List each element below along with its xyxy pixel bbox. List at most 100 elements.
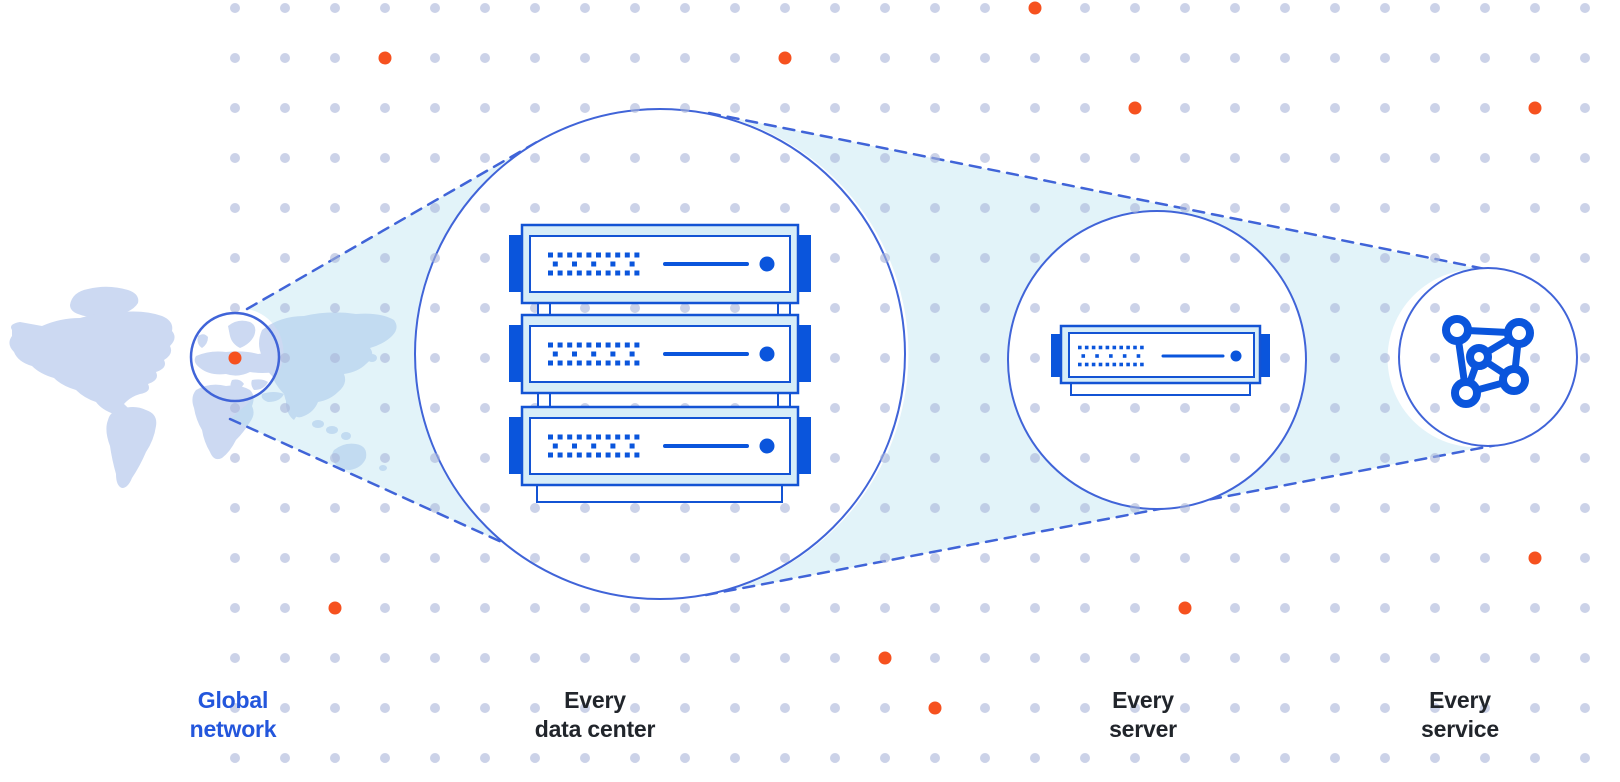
europe-scandinavia	[228, 320, 256, 348]
grid-dot	[380, 203, 390, 213]
grid-dot	[1130, 503, 1140, 513]
grid-dot	[780, 203, 790, 213]
grid-dot	[530, 553, 540, 563]
grid-dot	[1530, 703, 1540, 713]
grid-dot	[1280, 3, 1290, 13]
grid-dot	[830, 203, 840, 213]
grid-dot	[380, 653, 390, 663]
grid-dot	[580, 3, 590, 13]
grid-dot	[830, 453, 840, 463]
led-pixel	[596, 270, 601, 276]
led-pixel	[610, 351, 616, 357]
grid-dot	[930, 253, 940, 263]
led-pixel	[557, 342, 563, 348]
grid-dot	[880, 153, 890, 163]
led-pixel	[605, 342, 611, 348]
grid-dot	[580, 503, 590, 513]
grid-dot	[880, 53, 890, 63]
asia	[259, 312, 397, 418]
grid-dot	[1330, 353, 1340, 363]
grid-dot	[1330, 603, 1340, 613]
grid-dot	[730, 553, 740, 563]
grid-dot	[980, 653, 990, 663]
grid-dot	[1280, 303, 1290, 313]
grid-dot	[1130, 553, 1140, 563]
grid-dot	[380, 3, 390, 13]
server-unit-panel	[529, 325, 791, 383]
server-indicator-dot	[759, 256, 775, 272]
grid-dot	[630, 103, 640, 113]
grid-dot	[1330, 3, 1340, 13]
grid-dot	[330, 103, 340, 113]
rack-base	[536, 484, 783, 503]
led-pixel	[576, 252, 582, 258]
grid-dot	[630, 3, 640, 13]
grid-dot	[1080, 203, 1090, 213]
grid-dot	[730, 653, 740, 663]
grid-dot	[980, 403, 990, 413]
grid-dot	[330, 753, 340, 763]
led-pixel	[576, 452, 582, 458]
led-pixel	[557, 452, 563, 458]
grid-dot	[630, 303, 640, 313]
led-pixel	[1109, 354, 1113, 358]
japan-island	[367, 354, 377, 362]
rack-ear	[798, 325, 811, 382]
led-pixel	[572, 443, 577, 449]
led-pixel	[557, 360, 563, 366]
grid-dot	[730, 753, 740, 763]
grid-dot	[1130, 153, 1140, 163]
grid-dot	[1030, 553, 1040, 563]
grid-dot	[1430, 503, 1440, 513]
grid-dot	[980, 303, 990, 313]
led-matrix	[548, 252, 640, 276]
grid-dot	[230, 303, 240, 313]
grid-dot	[1330, 703, 1340, 713]
grid-dot	[1180, 753, 1190, 763]
grid-dot	[1130, 753, 1140, 763]
grid-dot	[480, 403, 490, 413]
grid-dot	[1180, 3, 1190, 13]
grid-dot	[1330, 653, 1340, 663]
led-pixel	[1126, 362, 1130, 367]
grid-dot	[1180, 203, 1190, 213]
grid-dot	[1330, 253, 1340, 263]
grid-dot	[1030, 403, 1040, 413]
grid-dot	[1180, 653, 1190, 663]
grid-dot	[330, 3, 340, 13]
orange-accent-dot	[778, 51, 792, 65]
grid-dot	[230, 653, 240, 663]
grid-dot	[930, 103, 940, 113]
grid-dot	[1430, 303, 1440, 313]
grid-dot	[830, 3, 840, 13]
grid-dot	[330, 703, 340, 713]
led-pixel	[634, 270, 640, 276]
grid-dot	[1580, 653, 1590, 663]
grid-dot	[1230, 153, 1240, 163]
led-pixel	[634, 360, 640, 366]
grid-dot	[1230, 403, 1240, 413]
led-pixel	[1078, 362, 1082, 367]
led-pixel	[591, 443, 597, 449]
grid-dot	[1380, 603, 1390, 613]
grid-dot	[730, 203, 740, 213]
led-pixel	[567, 252, 573, 258]
led-pixel	[591, 261, 597, 267]
grid-dot	[880, 403, 890, 413]
label-line: network	[189, 716, 277, 742]
led-pixel	[1133, 362, 1137, 367]
label-line: data center	[534, 716, 656, 742]
india	[286, 396, 302, 420]
grid-dot	[830, 403, 840, 413]
dashed-line-upper-right	[707, 111, 1502, 274]
grid-dot	[1480, 303, 1490, 313]
grid-dot	[830, 503, 840, 513]
grid-dot	[1030, 653, 1040, 663]
label-line: service	[1421, 716, 1499, 742]
led-pixel	[586, 360, 592, 366]
grid-dot	[1480, 253, 1490, 263]
grid-dot	[530, 3, 540, 13]
grid-dot	[430, 53, 440, 63]
led-pixel	[596, 452, 601, 458]
